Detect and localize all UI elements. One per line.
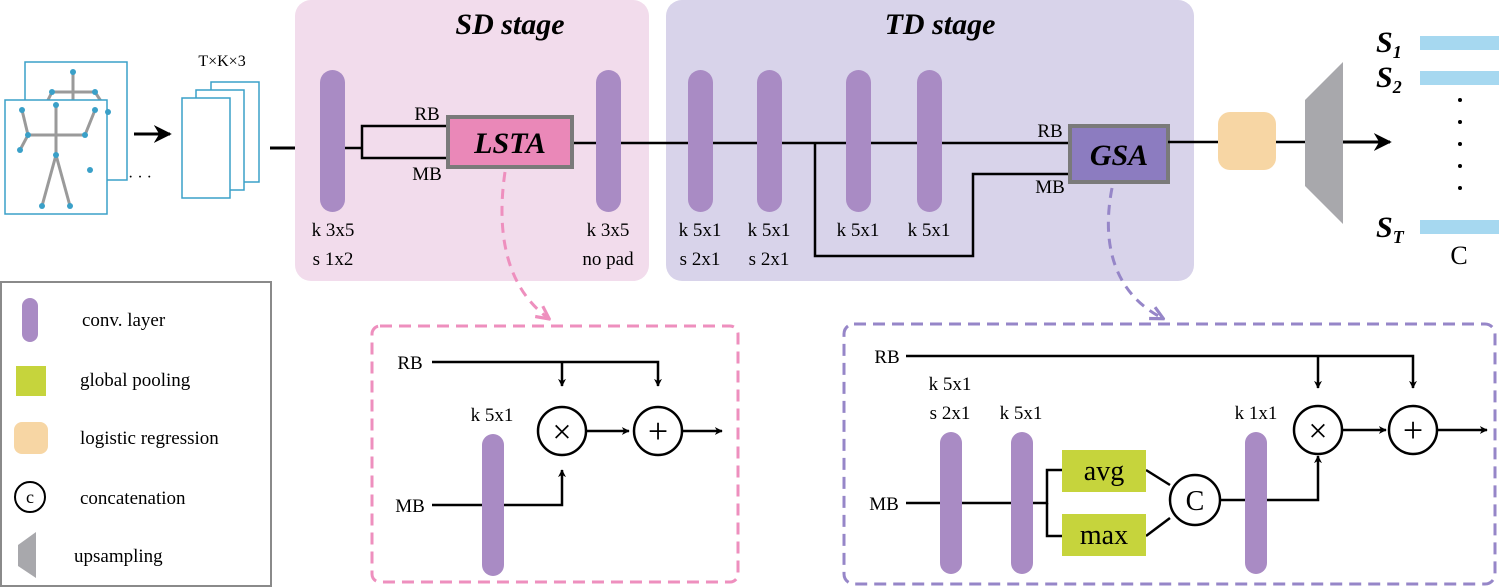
lsta-detail-add-node [632, 405, 684, 457]
output-bar-s1 [1420, 36, 1499, 50]
legend-concat-label: concatenation [80, 488, 186, 509]
sd-mb-label: MB [412, 164, 442, 185]
lsta-detail-mb-label: MB [395, 496, 425, 517]
lsta-module [446, 115, 574, 169]
lsta-callout-arrow [500, 171, 548, 318]
lsta-detail-conv-kernel: k 5x1 [471, 405, 514, 426]
sd-conv2-padding: no pad [582, 249, 634, 270]
td-mb-label: MB [1035, 177, 1065, 198]
logistic-regression-block [1218, 112, 1276, 170]
gsa-detail-conv1-stride: s 2x1 [930, 403, 971, 424]
output-scores: S1 S2 ST C [1376, 26, 1499, 270]
gsa-detail-multiply-node [1292, 404, 1344, 456]
upsampling-block [1305, 62, 1343, 224]
skeleton-joints [17, 69, 111, 209]
td-conv-layer-2 [757, 70, 782, 212]
tensor-stack: T×K×3 [181, 53, 260, 199]
lsta-module-label: LSTA [473, 127, 546, 160]
td-conv2-stride: s 2x1 [749, 249, 790, 270]
tensor-dims-label: T×K×3 [198, 53, 245, 70]
gsa-detail-mb-label: MB [869, 494, 899, 515]
gsa-detail-concat-node [1168, 473, 1222, 527]
gsa-detail-conv-layer-3 [1245, 432, 1267, 574]
gsa-detail-concat-symbol: C [1186, 486, 1205, 517]
gsa-detail-conv2-kernel: k 5x1 [1000, 403, 1043, 424]
sd-conv1-kernel: k 3x5 [312, 220, 355, 241]
td-conv-layer-1 [688, 70, 713, 212]
td-rb-label: RB [1037, 121, 1062, 142]
sd-stage-title: SD stage [455, 8, 564, 41]
lsta-detail-connectors [432, 360, 723, 507]
gsa-detail-conv1-kernel: k 5x1 [929, 374, 972, 395]
gsa-detail-box [842, 322, 1497, 586]
lsta-detail-multiply-symbol: × [552, 414, 571, 451]
output-label-st: ST [1376, 211, 1405, 247]
output-bar-st [1420, 220, 1499, 234]
legend-concat-symbol: c [26, 487, 34, 507]
legend-conv-icon [22, 298, 38, 342]
td-conv-layer-4 [917, 70, 942, 212]
gsa-detail-max-pool [1062, 514, 1146, 556]
sd-conv1-stride: s 1x2 [313, 249, 354, 270]
legend-concat-icon [14, 481, 46, 513]
lsta-detail-conv-layer [482, 434, 504, 576]
td-conv1-kernel: k 5x1 [679, 220, 722, 241]
td-conv-layer-3 [846, 70, 871, 212]
sd-connectors [345, 124, 596, 160]
output-class-label: C [1450, 241, 1467, 270]
sd-conv-layer-2 [596, 70, 621, 212]
gsa-module-label: GSA [1090, 139, 1148, 172]
legend-regression-icon [14, 422, 48, 454]
gsa-detail-rb-label: RB [874, 347, 899, 368]
td-conv4-kernel: k 5x1 [908, 220, 951, 241]
gsa-callout-arrow [1106, 187, 1162, 318]
gsa-detail-add-node [1387, 404, 1439, 456]
legend-regression-label: logistic regression [80, 428, 219, 449]
gsa-detail-multiply-symbol: × [1308, 413, 1327, 450]
legend-upsampling-label: upsampling [74, 546, 163, 567]
gsa-module [1068, 124, 1170, 184]
output-label-s2: S2 [1376, 61, 1402, 97]
ellipsis-text: · · · [128, 169, 152, 186]
lsta-detail-box [370, 324, 740, 584]
gsa-detail-add-symbol: + [1403, 410, 1423, 450]
gsa-detail-connectors [906, 354, 1488, 538]
td-conv2-kernel: k 5x1 [748, 220, 791, 241]
sd-rb-label: RB [414, 104, 439, 125]
output-vertical-dots [1458, 98, 1462, 190]
td-conv3-kernel: k 5x1 [837, 220, 880, 241]
gsa-detail-conv3-kernel: k 1x1 [1235, 403, 1278, 424]
legend-pooling-icon [16, 366, 46, 396]
legend-upsampling-icon [18, 532, 36, 578]
lsta-detail-multiply-node [536, 405, 588, 457]
input-skeleton-sequence: · · · [4, 61, 152, 215]
sd-conv-layer-1 [320, 70, 345, 212]
lsta-detail-add-symbol: + [648, 411, 668, 451]
gsa-detail-conv-layer-1 [940, 432, 962, 574]
output-bar-s2 [1420, 71, 1499, 85]
gsa-detail-avg-label: avg [1084, 456, 1124, 487]
sd-conv2-kernel: k 3x5 [587, 220, 630, 241]
gsa-detail-max-label: max [1080, 520, 1128, 551]
legend-conv-label: conv. layer [82, 310, 166, 331]
output-label-s1: S1 [1376, 26, 1402, 62]
td-stage-title: TD stage [885, 8, 996, 41]
gsa-detail-avg-pool [1062, 450, 1146, 492]
gsa-detail-conv-layer-2 [1011, 432, 1033, 574]
td-conv1-stride: s 2x1 [680, 249, 721, 270]
lsta-detail-rb-label: RB [397, 353, 422, 374]
legend-pooling-label: global pooling [80, 370, 191, 391]
